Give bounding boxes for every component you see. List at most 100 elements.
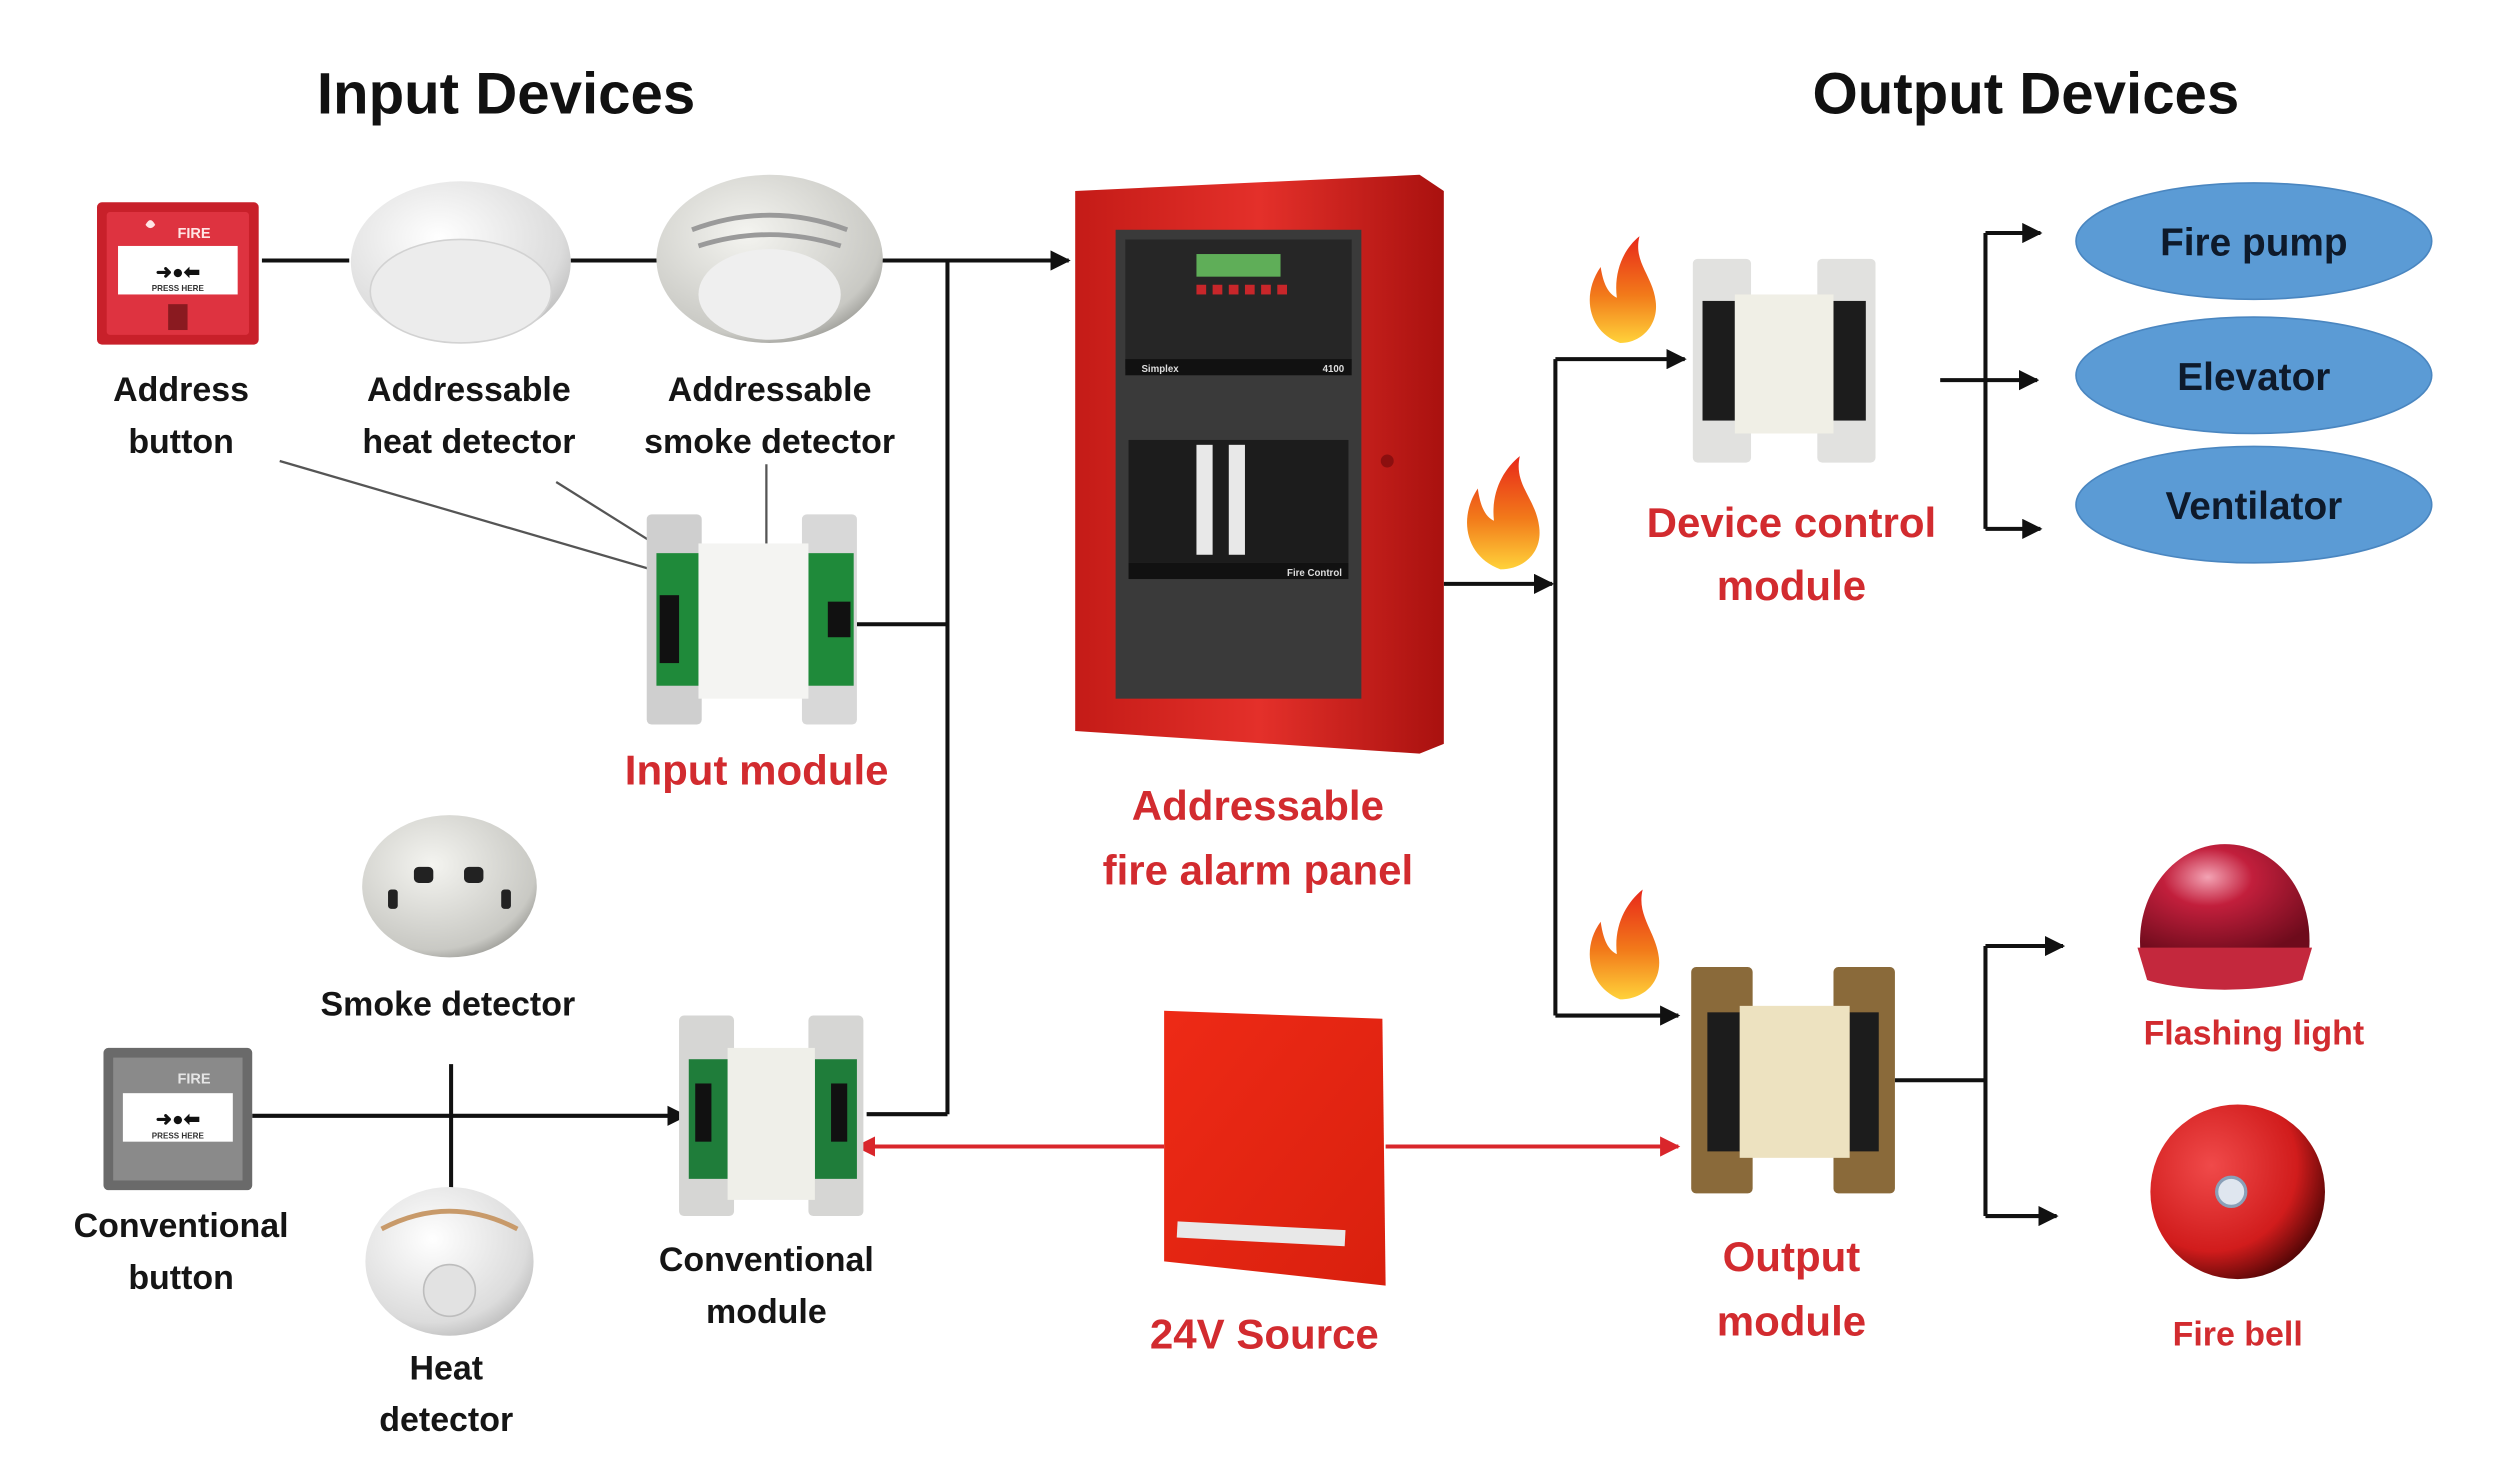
input-devices-heading: Input Devices bbox=[317, 61, 695, 126]
module-label-plate bbox=[727, 1047, 815, 1200]
input-module-label: Input module bbox=[625, 746, 889, 793]
smoke-detector-vent bbox=[501, 889, 511, 909]
flame-icon bbox=[145, 220, 156, 229]
terminal-block bbox=[1833, 300, 1866, 421]
flame-icon bbox=[1589, 236, 1657, 343]
addressable-smoke-detector-label-line1: Addressable bbox=[668, 371, 872, 409]
device-control-module-label-line2: module bbox=[1717, 562, 1866, 609]
addressable-heat-detector-label-line2: heat detector bbox=[362, 423, 575, 461]
heat-detector-device bbox=[365, 1186, 534, 1336]
device-control-module-label-line1: Device control bbox=[1647, 499, 1937, 546]
heat-detector-cap bbox=[369, 238, 553, 344]
addressable-heat-detector-device bbox=[350, 181, 571, 344]
flashing-light-device bbox=[2137, 844, 2313, 990]
leader-address-button bbox=[279, 459, 696, 584]
panel-brand-strip bbox=[1125, 359, 1352, 376]
address-button-label-line2: button bbox=[128, 423, 234, 461]
screw-terminals bbox=[827, 601, 851, 638]
power-supply-24v bbox=[1164, 1010, 1386, 1286]
screw-terminals bbox=[659, 595, 680, 664]
heat-detector-body bbox=[365, 1186, 534, 1336]
heat-detector-label-line1: Heat bbox=[409, 1349, 483, 1387]
conventional-module-label-line1: Conventional bbox=[659, 1241, 874, 1279]
power-supply-label: 24V Source bbox=[1150, 1311, 1379, 1358]
conventional-module-label-line2: module bbox=[706, 1293, 827, 1331]
conventional-button-label-line1: Conventional bbox=[74, 1207, 289, 1245]
screw-terminals bbox=[831, 1083, 848, 1142]
fire-pump-label: Fire pump bbox=[2160, 222, 2348, 265]
output-module-label-line2: module bbox=[1717, 1298, 1866, 1345]
panel-section-text: Fire Control bbox=[1287, 568, 1342, 579]
beacon-dome bbox=[2140, 844, 2310, 955]
addressable-smoke-detector-device bbox=[656, 174, 883, 343]
elevator-label: Elevator bbox=[2177, 356, 2330, 399]
panel-section-strip bbox=[1128, 562, 1349, 580]
input-module-device bbox=[646, 514, 857, 725]
call-point-fire-text: FIRE bbox=[177, 226, 210, 242]
ellipse-shape bbox=[2075, 316, 2433, 435]
call-point-press-text: PRESS HERE bbox=[152, 1131, 205, 1140]
ventilator-label: Ventilator bbox=[2165, 485, 2342, 528]
call-point-key-slot bbox=[168, 304, 188, 331]
power-supply-cabinet bbox=[1164, 1010, 1386, 1286]
panel-led-column bbox=[1196, 444, 1213, 555]
address-button-device: FIRE ➜●⬅ PRESS HERE bbox=[97, 202, 259, 345]
call-point-window bbox=[118, 245, 238, 295]
panel-label-line2: fire alarm panel bbox=[1103, 847, 1414, 894]
panel-label-line1: Addressable bbox=[1132, 782, 1384, 829]
module-label-plate bbox=[1734, 294, 1834, 434]
module-label-plate bbox=[698, 543, 809, 699]
controlled-item-ventilator: Ventilator bbox=[2075, 445, 2433, 564]
smoke-detector-body bbox=[362, 815, 537, 958]
conventional-button-device: FIRE ➜●⬅ PRESS HERE bbox=[103, 1047, 253, 1191]
power-supply-label-strip bbox=[1176, 1221, 1346, 1247]
panel-model-text: 4100 bbox=[1323, 364, 1345, 375]
output-module-device bbox=[1691, 967, 1895, 1194]
smoke-detector-device bbox=[362, 815, 537, 958]
fire-bell-label: Fire bell bbox=[2173, 1315, 2303, 1353]
heat-detector-sensor bbox=[422, 1263, 477, 1318]
address-button-label-line1: Address bbox=[113, 371, 249, 409]
panel-lock-icon bbox=[1380, 454, 1394, 468]
bell-center-bolt bbox=[2215, 1175, 2248, 1208]
device-control-module-device bbox=[1692, 258, 1876, 463]
flame-icon bbox=[1589, 889, 1660, 1000]
output-module-label-line1: Output bbox=[1723, 1233, 1861, 1280]
flashing-light-label: Flashing light bbox=[2144, 1015, 2365, 1053]
fire-alarm-panel: Simplex 4100 Fire Control bbox=[1075, 174, 1444, 754]
smoke-detector-vent bbox=[388, 889, 398, 909]
ellipse-shape bbox=[2075, 182, 2433, 301]
heat-detector-ring bbox=[380, 1208, 519, 1232]
module-label-plate bbox=[1739, 1005, 1850, 1158]
panel-brand-text: Simplex bbox=[1141, 364, 1179, 375]
call-point-arrows-icon: ➜●⬅ bbox=[156, 1109, 200, 1131]
call-point-arrows-icon: ➜●⬅ bbox=[156, 261, 200, 283]
ellipse-shape bbox=[2075, 445, 2433, 564]
output-devices-heading: Output Devices bbox=[1812, 61, 2239, 126]
flame-icon bbox=[1467, 456, 1540, 570]
smoke-detector-vent bbox=[464, 866, 484, 883]
smoke-detector-vent bbox=[413, 866, 434, 883]
terminal-block bbox=[1849, 1012, 1879, 1152]
beacon-base bbox=[2137, 947, 2313, 990]
fire-bell-device bbox=[2150, 1104, 2325, 1280]
heat-detector-label-line2: detector bbox=[379, 1401, 513, 1439]
panel-red-buttons bbox=[1196, 284, 1287, 295]
terminal-block bbox=[1702, 300, 1735, 421]
conventional-button-label-line2: button bbox=[128, 1259, 234, 1297]
smoke-detector-vent bbox=[691, 212, 849, 233]
controlled-item-elevator: Elevator bbox=[2075, 316, 2433, 435]
call-point-fire-text: FIRE bbox=[177, 1071, 210, 1087]
panel-lcd-display bbox=[1196, 254, 1281, 277]
addressable-heat-detector-label-line1: Addressable bbox=[367, 371, 571, 409]
call-point-press-text: PRESS HERE bbox=[152, 284, 205, 293]
screw-terminals bbox=[695, 1083, 712, 1142]
wiring bbox=[252, 222, 2066, 1227]
smoke-detector-cap bbox=[698, 249, 841, 340]
call-point-window bbox=[122, 1093, 233, 1142]
terminal-block bbox=[1707, 1012, 1740, 1152]
controlled-item-fire-pump: Fire pump bbox=[2075, 182, 2433, 301]
smoke-detector-label: Smoke detector bbox=[321, 986, 576, 1024]
panel-led-column bbox=[1228, 444, 1245, 555]
